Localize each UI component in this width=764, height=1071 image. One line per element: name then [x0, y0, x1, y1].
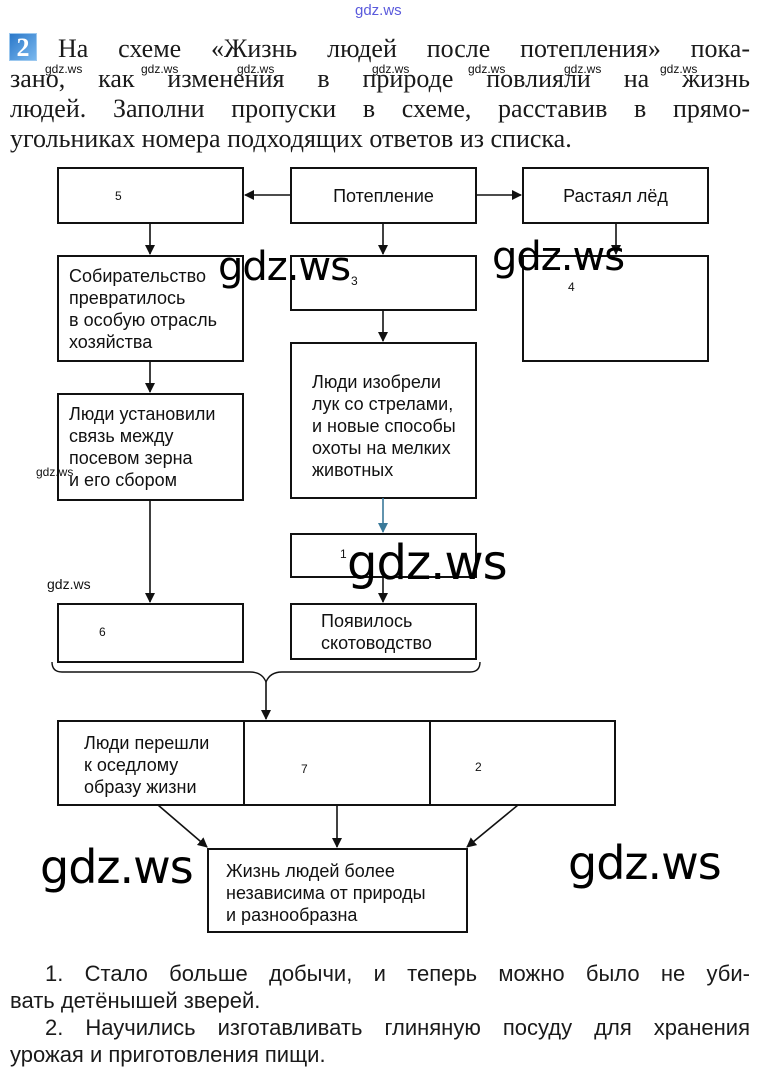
arrow-settled-to-result — [157, 804, 208, 848]
text-line: в особую отрасль — [69, 310, 217, 330]
box-gathering: Собирательство превратилось в особую отр… — [57, 255, 244, 362]
watermark-large: gdz.ws — [492, 234, 625, 280]
text-line: Собирательство — [69, 266, 206, 286]
box-label: Потепление — [333, 185, 434, 206]
answer-number: 7 — [301, 762, 308, 776]
text-line: посевом зерна — [69, 448, 193, 468]
text-line: Люди установили — [69, 404, 216, 424]
answer-item-2-line: 2. Научились изготавливать глиняную посу… — [45, 1015, 750, 1040]
watermark-small: gdz.ws — [36, 465, 74, 479]
intro-line: зано, как изменения в природе повлияли н… — [10, 64, 750, 93]
text-line: лук со стрелами, — [312, 394, 454, 414]
text-line: охоты на мелких — [312, 438, 451, 458]
watermark-large: gdz.ws — [40, 840, 194, 894]
box-warming: Потепление — [290, 167, 477, 224]
watermark-small: gdz.ws — [660, 62, 698, 76]
answer-number: 4 — [568, 280, 575, 294]
text-line: и разнообразна — [226, 905, 358, 925]
task-number-badge: 2 — [9, 33, 37, 62]
box-text: Люди установили связь между посевом зерн… — [69, 403, 238, 491]
text-line: животных — [312, 460, 394, 480]
watermark-small: gdz.ws — [237, 62, 275, 76]
box-result: Жизнь людей более независима от природы … — [207, 848, 468, 933]
box-bow: Люди изобрели лук со стрелами, и новые с… — [290, 342, 477, 499]
blank-box-5[interactable]: 5 — [57, 167, 244, 224]
intro-line: угольниках номера подходящих ответов из … — [10, 124, 572, 153]
text-line: образу жизни — [84, 777, 197, 797]
text-line: связь между — [69, 426, 174, 446]
watermark-large: gdz.ws — [218, 244, 351, 290]
watermark-small: gdz.ws — [141, 62, 179, 76]
answer-item-2-line: урожая и приготовления пищи. — [10, 1042, 326, 1067]
answer-item-1-line: вать детёнышей зверей. — [10, 988, 261, 1013]
watermark-small: gdz.ws — [564, 62, 602, 76]
intro-line: На схеме «Жизнь людей после потепления» … — [58, 34, 750, 63]
blank-box-6[interactable]: 6 — [57, 603, 244, 663]
box-text: Появилось скотоводство — [321, 610, 471, 654]
box-settled: Люди перешли к оседлому образу жизни — [57, 720, 245, 806]
box-cattle: Появилось скотоводство — [290, 603, 477, 660]
box-sowing: Люди установили связь между посевом зерн… — [57, 393, 244, 501]
task-instructions: На схеме «Жизнь людей после потепления» … — [10, 34, 750, 154]
watermark-large: gdz.ws — [568, 836, 722, 890]
answer-item-1-line: 1. Стало больше добычи, и теперь можно б… — [45, 961, 750, 986]
intro-line: людей. Заполни пропуски в схеме, расстав… — [10, 94, 750, 123]
watermark-small: gdz.ws — [372, 62, 410, 76]
box-text: Люди перешли к оседлому образу жизни — [84, 732, 239, 798]
text-line: независима от природы — [226, 883, 426, 903]
box-text: Жизнь людей более независима от природы … — [226, 860, 462, 926]
answer-number: 3 — [351, 274, 358, 288]
arrow-2-to-result — [466, 804, 519, 848]
brace — [51, 661, 481, 684]
text-line: превратилось — [69, 288, 186, 308]
watermark-small: gdz.ws — [47, 576, 91, 592]
watermark-top: gdz.ws — [355, 2, 402, 19]
text-line: Люди изобрели — [312, 372, 441, 392]
answer-number: 2 — [475, 760, 482, 774]
text-line: Люди перешли — [84, 733, 210, 753]
blank-box-4[interactable]: 4 — [522, 255, 709, 362]
answer-number: 1 — [340, 547, 347, 561]
box-ice-melted: Растаял лёд — [522, 167, 709, 224]
text-line: Жизнь людей более — [226, 861, 395, 881]
box-label: Растаял лёд — [563, 185, 668, 206]
blank-box-2[interactable]: 2 — [429, 720, 616, 806]
text-line: и новые способы — [312, 416, 456, 436]
answer-number: 5 — [115, 189, 122, 203]
text-line: хозяйства — [69, 332, 153, 352]
answer-number: 6 — [99, 625, 106, 639]
text-line: Появилось — [321, 611, 413, 631]
box-text: Люди изобрели лук со стрелами, и новые с… — [312, 371, 471, 481]
watermark-small: gdz.ws — [45, 62, 83, 76]
text-line: и его сбором — [69, 470, 177, 490]
text-line: скотоводство — [321, 633, 432, 653]
box-text: Собирательство превратилось в особую отр… — [69, 265, 238, 353]
answer-list: 1. Стало больше добычи, и теперь можно б… — [10, 960, 750, 1068]
text-line: к оседлому — [84, 755, 179, 775]
watermark-small: gdz.ws — [468, 62, 506, 76]
watermark-large: gdz.ws — [347, 535, 508, 591]
